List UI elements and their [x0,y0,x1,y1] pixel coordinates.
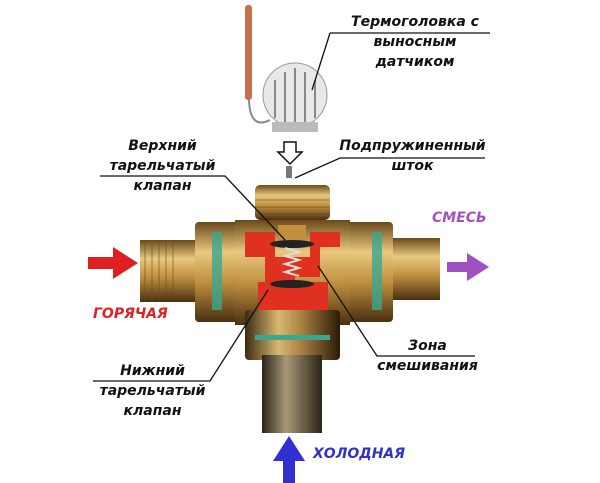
flow-label-mix: СМЕСЬ [432,210,487,226]
label-spring-stem: Подпружиненный шток [335,136,490,176]
label-line: смешивания [377,358,478,374]
valve-cutaway [245,232,340,310]
remote-sensor-probe [245,5,271,124]
label-line: Зона [408,338,447,354]
label-upper-valve: Верхний тарельчатый клапан [95,136,230,196]
label-line: тарельчатый [109,158,216,174]
label-mixing-zone: Зона смешивания [375,336,480,376]
label-line: клапан [123,403,182,419]
mix-outflow-arrow-icon [447,253,489,281]
label-line: Подпружиненный [339,138,486,154]
label-line: Верхний [128,138,197,154]
flow-label-hot: ГОРЯЧАЯ [93,306,168,322]
label-line: выносным [373,34,457,50]
label-line: датчиком [375,54,455,70]
label-line: шток [391,158,434,174]
label-line: тарельчатый [99,383,206,399]
label-line: клапан [133,178,192,194]
label-lower-valve: Нижний тарельчатый клапан [90,361,215,421]
flow-label-cold: ХОЛОДНАЯ [313,446,406,462]
label-thermohead: Термоголовка с выносным датчиком [335,12,495,72]
hot-inflow-arrow-icon [88,247,138,279]
cold-inflow-arrow-icon [273,436,305,483]
leader-lines [93,32,490,382]
thermostatic-head [262,62,328,132]
actuation-arrow-icon [276,141,304,166]
label-line: Термоголовка с [351,14,479,30]
label-line: Нижний [120,363,185,379]
